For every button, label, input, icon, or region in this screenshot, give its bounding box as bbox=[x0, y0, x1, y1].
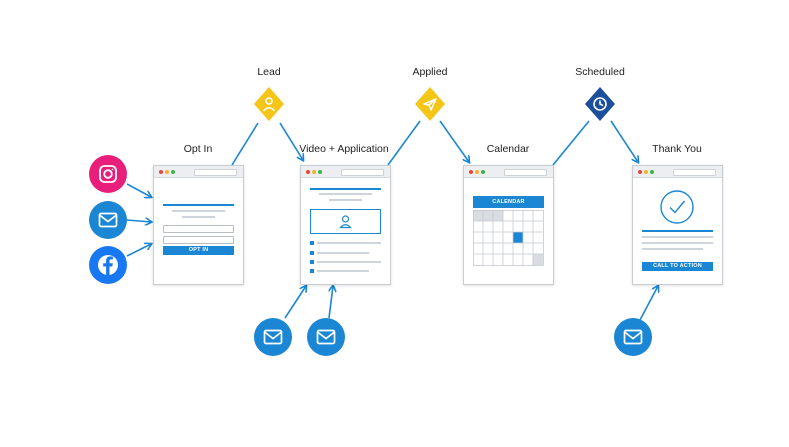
followup-email-1 bbox=[254, 318, 292, 356]
paper-plane-icon bbox=[423, 98, 437, 111]
selected-date bbox=[513, 232, 523, 243]
video-application-page bbox=[300, 165, 391, 285]
thankyou-page: CALL TO ACTION bbox=[632, 165, 723, 285]
arrow-scheduled-to-thankyou bbox=[610, 120, 638, 162]
browser-bar bbox=[301, 166, 390, 178]
line-video-to-applied bbox=[387, 120, 421, 166]
arrow-email-to-video-2 bbox=[328, 286, 333, 319]
scheduled-badge bbox=[585, 87, 615, 121]
line-calendar-to-scheduled bbox=[552, 120, 590, 166]
arrow-applied-to-calendar bbox=[439, 120, 469, 162]
facebook-icon bbox=[98, 255, 118, 275]
browser-bar bbox=[154, 166, 243, 178]
optin-button[interactable]: OPT IN bbox=[163, 246, 234, 255]
applied-badge bbox=[415, 87, 445, 121]
calendar-grid[interactable] bbox=[473, 210, 545, 266]
optin-page: OPT IN bbox=[153, 165, 244, 285]
video-player[interactable] bbox=[310, 209, 381, 234]
person-icon bbox=[262, 97, 276, 112]
person-icon bbox=[339, 215, 352, 229]
page-title-thankyou: Thank You bbox=[652, 143, 702, 155]
stage-label-applied: Applied bbox=[412, 66, 448, 78]
arrow-email-to-video-1 bbox=[284, 286, 306, 319]
browser-bar bbox=[464, 166, 553, 178]
stage-label-scheduled: Scheduled bbox=[575, 66, 625, 78]
optin-email-field[interactable] bbox=[163, 236, 234, 244]
checkmark-icon bbox=[660, 190, 694, 224]
followup-email-2 bbox=[307, 318, 345, 356]
email-icon bbox=[623, 329, 643, 345]
browser-bar bbox=[633, 166, 722, 178]
page-title-optin: Opt In bbox=[183, 143, 213, 155]
arrow-instagram-to-optin bbox=[126, 183, 151, 197]
instagram-icon bbox=[99, 165, 117, 183]
lead-badge bbox=[254, 87, 284, 121]
email-icon bbox=[263, 329, 283, 345]
call-to-action-button[interactable]: CALL TO ACTION bbox=[642, 262, 713, 271]
email-icon bbox=[98, 212, 118, 228]
facebook-button bbox=[89, 246, 127, 284]
instagram-button bbox=[89, 155, 127, 193]
optin-name-field[interactable] bbox=[163, 225, 234, 233]
arrow-email-to-thankyou bbox=[639, 286, 658, 321]
email-source-button bbox=[89, 201, 127, 239]
email-icon bbox=[316, 329, 336, 345]
followup-email-3 bbox=[614, 318, 652, 356]
calendar-header: CALENDAR bbox=[473, 196, 544, 208]
arrow-facebook-to-optin bbox=[126, 244, 151, 257]
page-title-video: Video + Application bbox=[299, 143, 389, 155]
calendar-page: CALENDAR bbox=[463, 165, 554, 285]
stage-label-lead: Lead bbox=[257, 66, 281, 78]
line-optin-to-lead bbox=[231, 122, 259, 166]
page-title-calendar: Calendar bbox=[486, 143, 530, 155]
clock-icon bbox=[593, 97, 607, 111]
arrow-email-to-optin bbox=[126, 220, 151, 222]
arrow-lead-to-video bbox=[279, 122, 303, 160]
